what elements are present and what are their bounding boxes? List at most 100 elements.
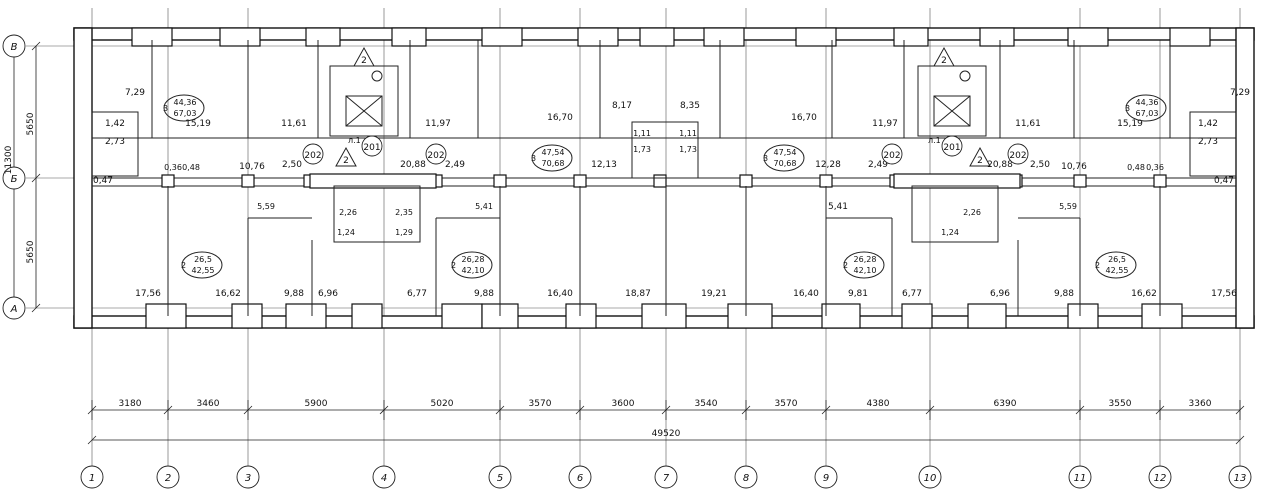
- room-area-label: 1,29: [395, 228, 413, 237]
- dimension-ticks: [31, 41, 1245, 445]
- column-axis-1: 1: [80, 465, 104, 489]
- room-area-label: 11,97: [872, 119, 898, 129]
- apartment-living-area: 47,54: [542, 148, 565, 157]
- room-area-label: 1,11: [633, 129, 651, 138]
- level-mark: 2: [335, 146, 357, 167]
- apartment-rooms: 2: [451, 261, 456, 270]
- apartment-living-area: 26,28: [462, 255, 485, 264]
- marker-badge: 201: [361, 135, 383, 157]
- marker-badge: 201: [941, 135, 963, 157]
- level-mark-label: 2: [941, 56, 947, 66]
- row-axis-2: Б: [2, 166, 26, 190]
- room-area-label: 5,59: [1059, 202, 1077, 211]
- span-dimension: 3550: [1109, 399, 1132, 409]
- column-axis-label: 8: [743, 473, 749, 484]
- room-area-label: 9,88: [284, 289, 304, 299]
- room-area-label: 16,40: [793, 289, 819, 299]
- apartment-label: 2 26,28 42,10: [451, 251, 493, 279]
- bottom-window-piers: [145, 173, 1183, 329]
- vertical-span-dimension: 5650: [26, 240, 36, 263]
- room-area-label: 9,81: [848, 289, 868, 299]
- stair-core-left: [329, 65, 399, 137]
- room-area-label: 16,70: [791, 113, 817, 123]
- room-area-label: 17,56: [135, 289, 161, 299]
- stair-core-right: [917, 65, 987, 137]
- apartment-rooms: 3: [1125, 104, 1130, 113]
- room-area-label: 15,19: [185, 119, 211, 129]
- apartment-total-area: 67,03: [1136, 109, 1159, 118]
- column-axis-12: 12: [1148, 465, 1172, 489]
- apartment-total-area: 70,68: [774, 159, 797, 168]
- column-axis-label: 7: [663, 473, 670, 484]
- stair-note: л.1: [928, 136, 941, 145]
- room-area-label: 6,77: [407, 289, 427, 299]
- column-axis-label: 3: [245, 473, 251, 484]
- room-area-label: 0,48: [1127, 163, 1145, 172]
- room-area-label: 10,76: [1061, 162, 1087, 172]
- span-dimension: 5900: [305, 399, 328, 409]
- room-area-label: 9,88: [1054, 289, 1074, 299]
- column-axis-label: 13: [1234, 473, 1247, 484]
- apartment-living-area: 26,5: [1108, 255, 1126, 264]
- room-area-label: 6,96: [990, 289, 1010, 299]
- row-axis-3: А: [2, 296, 26, 320]
- room-area-label: 5,41: [475, 202, 493, 211]
- marker-label: 202: [427, 151, 444, 161]
- room-area-label: 20,88: [987, 160, 1013, 170]
- room-area-label: 20,88: [400, 160, 426, 170]
- marker-label: 201: [363, 143, 380, 153]
- column-axis-9: 9: [814, 465, 838, 489]
- apartment-total-area: 67,03: [174, 109, 197, 118]
- room-area-label: 10,76: [239, 162, 265, 172]
- room-area-label: 19,21: [701, 289, 727, 299]
- row-axis-1: В: [2, 34, 26, 58]
- room-area-label: 17,56: [1211, 289, 1237, 299]
- span-dimension: 6390: [994, 399, 1017, 409]
- room-area-label: 12,28: [815, 160, 841, 170]
- room-area-label: 11,97: [425, 119, 451, 129]
- room-area-label: 8,35: [680, 101, 700, 111]
- marker-badge: 202: [1007, 143, 1029, 165]
- room-area-label: 11,61: [1015, 119, 1041, 129]
- apartment-rooms: 2: [1095, 261, 1100, 270]
- span-dimension: 3460: [197, 399, 220, 409]
- marker-label: 202: [1009, 151, 1026, 161]
- level-mark-label: 2: [343, 156, 349, 166]
- column-axis-5: 5: [488, 465, 512, 489]
- room-area-label: 0,36: [1146, 163, 1164, 172]
- column-axis-13: 13: [1228, 465, 1252, 489]
- level-mark-label: 2: [361, 56, 367, 66]
- room-area-label: 2,26: [963, 208, 981, 217]
- room-area-label: 15,19: [1117, 119, 1143, 129]
- span-dimension: 3570: [529, 399, 552, 409]
- room-area-label: 16,62: [215, 289, 241, 299]
- apartment-label: 226,542,55: [1095, 251, 1137, 279]
- apartment-rooms: 2: [843, 261, 848, 270]
- room-area-label: 5,41: [828, 202, 848, 212]
- column-axis-6: 6: [568, 465, 592, 489]
- apartment-living-area: 44,36: [1136, 98, 1159, 107]
- column-axis-label: 5: [497, 473, 503, 484]
- marker-label: 201: [943, 143, 960, 153]
- apartment-total-area: 42,10: [462, 266, 485, 275]
- column-axis-3: 3: [236, 465, 260, 489]
- column-axis-label: 10: [924, 473, 937, 484]
- column-axis-label: 6: [577, 473, 583, 484]
- level-mark: 2: [969, 146, 991, 167]
- level-mark: 2: [933, 46, 955, 67]
- room-area-label: 1,42: [1198, 119, 1218, 129]
- room-area-label: 1,73: [633, 145, 651, 154]
- room-area-label: 16,40: [547, 289, 573, 299]
- row-axis-label: Б: [11, 174, 18, 185]
- apartment-rooms: 3: [531, 154, 536, 163]
- room-area-label: 0,48: [182, 163, 200, 172]
- column-axis-7: 7: [654, 465, 678, 489]
- room-area-label: 1,24: [337, 228, 355, 237]
- room-area-label: 11,61: [281, 119, 307, 129]
- vertical-span-dimension: 5650: [26, 112, 36, 135]
